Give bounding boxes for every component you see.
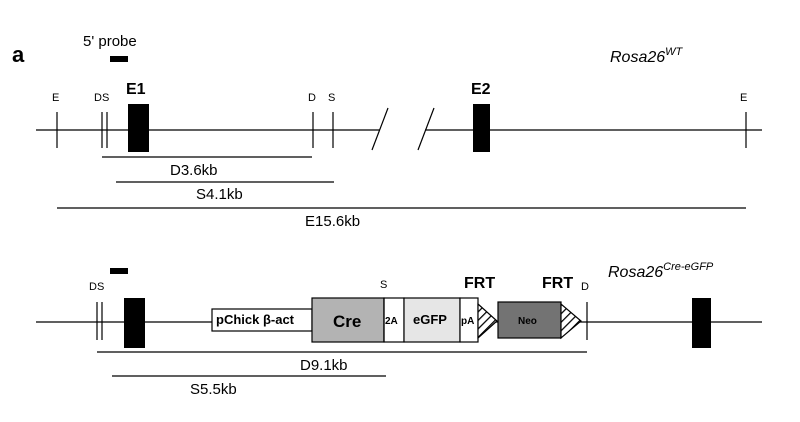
- wt-exon-1: [128, 104, 149, 152]
- t2a-label: 2A: [385, 316, 398, 327]
- wt-exon-2-label: E2: [471, 81, 491, 98]
- wt-site-S2-label: S: [328, 92, 335, 104]
- wt-break-mark-1: [371, 107, 389, 151]
- cre-site-S2-label: S: [380, 279, 387, 291]
- neo-label: Neo: [518, 316, 537, 327]
- wt-site-D2-label: D: [308, 92, 316, 104]
- cre-box-label: Cre: [333, 312, 361, 331]
- wt-fragment-S-label: S4.1kb: [196, 186, 243, 203]
- wt-fragment-E-label: E15.6kb: [305, 213, 360, 230]
- wt-site-DS-label: DS: [94, 92, 109, 104]
- frt-right-label: FRT: [542, 275, 573, 292]
- cre-exon-2: [692, 298, 711, 348]
- frt-left-triangle: [477, 302, 498, 340]
- pa-label: pA: [461, 316, 474, 327]
- cre-site-D2-label: D: [581, 281, 589, 293]
- frt-right-triangle: [560, 302, 582, 340]
- wt-exon-1-label: E1: [126, 81, 146, 98]
- egfp-label: eGFP: [413, 312, 447, 327]
- wt-site-E-right-label: E: [740, 92, 747, 104]
- cre-exon-1: [124, 298, 145, 348]
- cre-fragment-D-label: D9.1kb: [300, 357, 348, 374]
- neo-box: [497, 301, 562, 339]
- cre-allele-label: Rosa26Cre-eGFP: [608, 261, 714, 281]
- probe-label: 5' probe: [83, 33, 137, 50]
- cre-site-DS-label: DS: [89, 281, 104, 293]
- probe-bar-cre: [110, 268, 128, 274]
- probe-bar-wt: [110, 56, 128, 62]
- cre-fragment-S-label: S5.5kb: [190, 381, 237, 398]
- wt-site-E-left-label: E: [52, 92, 59, 104]
- wt-break-mark-2: [417, 107, 435, 151]
- panel-label: a: [12, 42, 25, 67]
- frt-left-label: FRT: [464, 275, 495, 292]
- wt-fragment-D-label: D3.6kb: [170, 162, 218, 179]
- cre-box: [311, 297, 385, 343]
- wt-exon-2: [473, 104, 490, 152]
- promoter-label: pChick β-act: [216, 312, 295, 327]
- wt-allele-label: Rosa26WT: [610, 46, 684, 66]
